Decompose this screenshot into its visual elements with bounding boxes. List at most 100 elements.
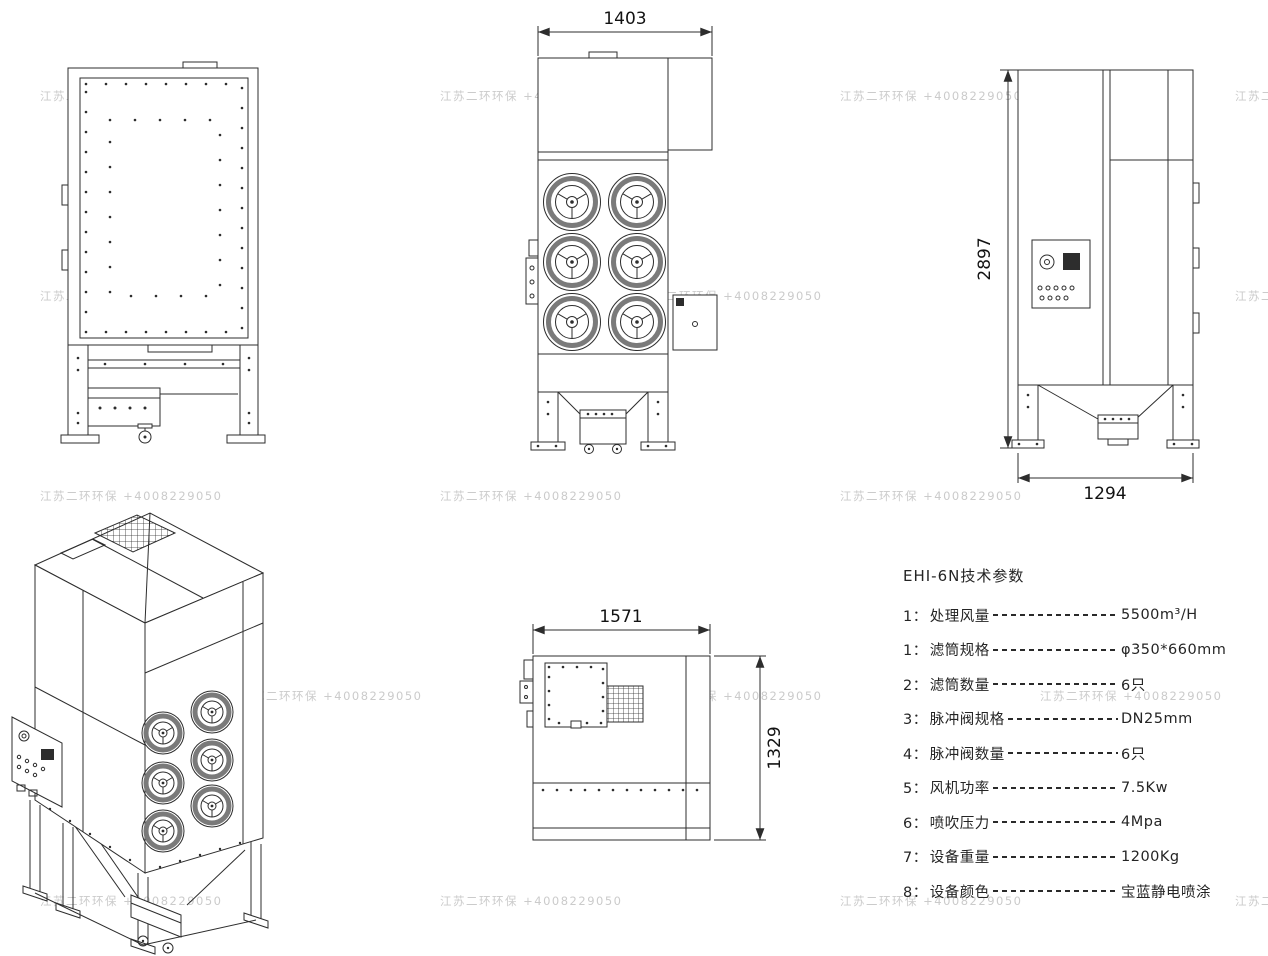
spec-label: 设备颜色	[929, 884, 990, 901]
spec-row: 1： 滤筒规格 φ350*660mm	[903, 633, 1267, 668]
spec-row: 2： 滤筒数量 6只	[903, 667, 1267, 702]
dash-leader	[992, 821, 1118, 824]
watermark-text: 江苏二环环保 +4008229050	[240, 689, 423, 703]
spec-label: 风机功率	[929, 781, 990, 798]
watermark-text: 江苏二环环保 +4008229050	[840, 489, 1023, 503]
door-handle	[570, 720, 582, 729]
iso-drawer	[130, 894, 182, 954]
side-legs	[1011, 384, 1200, 449]
spec-number: 5：	[903, 781, 928, 798]
spec-number: 6：	[903, 815, 928, 832]
dim-1329: 1329	[765, 726, 785, 769]
spec-value: 5500m³/H	[1121, 607, 1198, 624]
spec-row: 6： 喷吹压力 4Mpa	[903, 805, 1267, 840]
watermark-text: 江苏二环环保 +4008229050	[1235, 894, 1268, 908]
depth-dimension: 1329	[714, 655, 785, 841]
spec-row: 7： 设备重量 1200Kg	[903, 840, 1267, 875]
hinge-tab	[1192, 312, 1200, 334]
hinge-tab	[1192, 247, 1200, 269]
spec-row: 4： 脉冲阀数量 6只	[903, 736, 1267, 771]
spec-value: 6只	[1121, 746, 1146, 763]
filter-cartridge	[191, 691, 233, 733]
panel-display	[41, 749, 54, 760]
watermark-text: 江苏二环环保 +4008229050	[840, 89, 1023, 103]
dash-leader	[992, 786, 1118, 789]
depth-dimension: 1294	[1017, 453, 1194, 504]
foot-plate	[1011, 439, 1045, 449]
foot-plate	[640, 441, 676, 451]
dim-1571: 1571	[599, 607, 642, 627]
spec-row: 1： 处理风量 5500m³/H	[903, 598, 1267, 633]
rear-view	[60, 61, 266, 444]
spec-number: 7：	[903, 850, 928, 867]
caster-wheel	[584, 444, 594, 454]
caster-wheel	[137, 935, 149, 947]
spec-label: 设备重量	[929, 850, 990, 867]
dust-drawer	[87, 387, 161, 427]
filter-cartridge	[191, 739, 233, 781]
dim-2897: 2897	[975, 237, 995, 280]
dash-leader	[992, 890, 1118, 893]
foot-plate	[226, 434, 266, 444]
spec-label: 滤筒数量	[929, 677, 990, 694]
foot-plate	[60, 434, 100, 444]
side-view: 2897	[975, 69, 1200, 504]
dash-leader	[992, 855, 1118, 858]
caster-wheel	[162, 942, 174, 954]
rear-legs	[60, 345, 266, 444]
front-view: 1403	[525, 9, 718, 454]
side-body	[1017, 69, 1200, 386]
foot-plate	[1166, 439, 1200, 449]
spec-row: 3： 脉冲阀规格 DN25mm	[903, 702, 1267, 737]
hinge-tab	[1192, 182, 1200, 204]
spec-value: φ350*660mm	[1121, 641, 1227, 658]
spec-number: 4：	[903, 746, 928, 763]
spec-number: 8：	[903, 884, 928, 901]
watermark-text: 江苏二环环保 +4008229050	[1040, 689, 1223, 703]
dim-1294: 1294	[1083, 484, 1126, 504]
spec-title: EHI-6N技术参数	[903, 567, 1025, 585]
spec-label: 脉冲阀数量	[929, 746, 1005, 763]
panel-knob	[18, 730, 30, 742]
front-legs	[530, 391, 676, 454]
filter-cartridge	[191, 785, 233, 827]
dim-1403: 1403	[603, 9, 646, 29]
watermark-text: 江苏二环环保 +4008229050	[1235, 89, 1268, 103]
watermark-text: 江苏二环环保 +4008229050	[1235, 289, 1268, 303]
fan-vent-grille	[93, 514, 177, 553]
isometric-view	[11, 512, 269, 955]
front-body	[525, 51, 718, 393]
dust-drawer	[579, 409, 627, 445]
outlet-duct	[667, 57, 713, 151]
filter-cartridge	[142, 810, 184, 852]
iso-control-panel	[11, 716, 63, 808]
spec-value: 6只	[1121, 677, 1146, 694]
spec-number: 1：	[903, 608, 928, 625]
spec-value: 宝蓝静电喷涂	[1121, 884, 1211, 901]
top-body	[519, 655, 711, 841]
pulse-manifold	[525, 257, 539, 305]
rear-cabinet	[61, 61, 259, 353]
spec-label: 滤筒规格	[929, 643, 990, 660]
dash-leader	[992, 683, 1118, 686]
front-face	[144, 572, 264, 874]
pulse-manifold	[519, 680, 534, 704]
pulse-valve-box	[523, 659, 534, 680]
watermark-text: 江苏二环环保 +4008229050	[440, 489, 623, 503]
spec-number: 3：	[903, 712, 928, 729]
height-dimension: 2897	[975, 69, 1020, 449]
panel-knob	[1039, 254, 1055, 270]
foot-plate	[55, 902, 81, 919]
foot-plate	[530, 441, 566, 451]
dash-leader	[1007, 752, 1118, 755]
spec-number: 1：	[903, 643, 928, 660]
spec-panel: EHI-6N技术参数 1： 处理风量 5500m³/H 1： 滤筒规格 φ350…	[903, 565, 1267, 909]
width-dimension: 1571	[532, 607, 711, 654]
filter-cartridge	[142, 712, 184, 754]
watermark-text: 江苏二环环保 +4008229050	[40, 489, 223, 503]
spec-value: 4Mpa	[1121, 814, 1163, 831]
caster-wheel	[612, 444, 622, 454]
watermark-text: 江苏二环环保 +4008229050	[440, 894, 623, 908]
width-dimension: 1403	[537, 9, 713, 56]
